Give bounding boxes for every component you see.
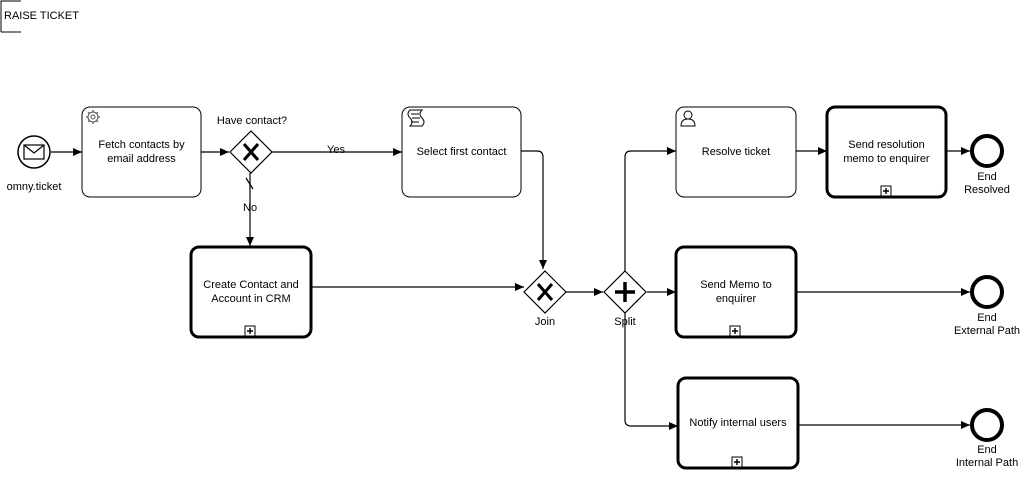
gateway-join-label: Join xyxy=(535,316,555,328)
subprocess-notify-internal[interactable]: Notify internal users xyxy=(676,376,800,470)
script-icon xyxy=(407,109,425,127)
subprocess-plus-icon xyxy=(880,185,892,197)
end-internal-line2: Internal Path xyxy=(956,457,1018,469)
subprocess-create-contact[interactable]: Create Contact and Account in CRM xyxy=(189,245,313,339)
subprocess-send-resolution-memo[interactable]: Send resolution memo to enquirer xyxy=(825,105,948,199)
end-resolved-line1: End xyxy=(977,171,997,183)
gateway-split[interactable]: Split xyxy=(603,270,647,328)
gear-icon xyxy=(86,110,100,124)
gateway-have-contact-label: Have contact? xyxy=(217,115,287,127)
default-flow-marker xyxy=(245,177,254,190)
start-event-label: omny.ticket xyxy=(7,181,62,193)
subprocess-plus-icon xyxy=(731,456,743,468)
parallel-plus-icon xyxy=(615,282,635,302)
subprocess-send-resolution-memo-label: Send resolution memo to enquirer xyxy=(843,139,930,165)
subprocess-send-memo[interactable]: Send Memo to enquirer xyxy=(674,245,798,339)
gateway-split-label: Split xyxy=(614,316,635,328)
end-internal-line1: End xyxy=(977,444,997,456)
end-resolved-line2: Resolved xyxy=(964,184,1010,196)
task-fetch-contacts-label: Fetch contacts by email address xyxy=(98,139,185,165)
exclusive-x-icon xyxy=(242,143,260,161)
gateway-have-contact[interactable]: Have contact? xyxy=(217,115,287,174)
no-label: No xyxy=(243,202,257,214)
envelope-icon xyxy=(23,144,45,160)
sequence-flows xyxy=(51,147,970,430)
end-external-line1: End xyxy=(977,312,997,324)
task-fetch-contacts[interactable]: Fetch contacts by email address xyxy=(81,106,202,198)
gateway-join[interactable]: Join xyxy=(523,270,567,328)
end-event-internal[interactable]: End Internal Path xyxy=(956,408,1018,469)
task-resolve-ticket[interactable]: Resolve ticket xyxy=(675,106,797,198)
subprocess-plus-icon xyxy=(244,325,256,337)
yes-label: Yes xyxy=(327,144,345,156)
task-select-first-contact[interactable]: Select first contact xyxy=(401,106,522,198)
subprocess-create-contact-label: Create Contact and Account in CRM xyxy=(203,279,299,305)
end-external-line2: External Path xyxy=(954,325,1020,337)
pool-title: RAISE TICKET xyxy=(4,10,79,22)
pool-header: RAISE TICKET xyxy=(0,0,79,33)
subprocess-notify-internal-label: Notify internal users xyxy=(689,417,787,429)
end-event-resolved[interactable]: End Resolved xyxy=(964,134,1010,196)
task-select-first-contact-label: Select first contact xyxy=(416,146,507,158)
start-event[interactable]: omny.ticket xyxy=(7,135,62,193)
flow-split-to-resolve xyxy=(624,147,676,272)
exclusive-x-icon xyxy=(536,283,554,301)
subprocess-send-memo-label: Send Memo to enquirer xyxy=(700,279,772,305)
user-icon xyxy=(680,110,696,127)
end-event-external[interactable]: End External Path xyxy=(954,275,1020,337)
task-resolve-ticket-label: Resolve ticket xyxy=(701,146,771,158)
subprocess-plus-icon xyxy=(729,325,741,337)
flow-select-to-join xyxy=(521,150,547,269)
flow-split-to-notify xyxy=(624,313,678,430)
